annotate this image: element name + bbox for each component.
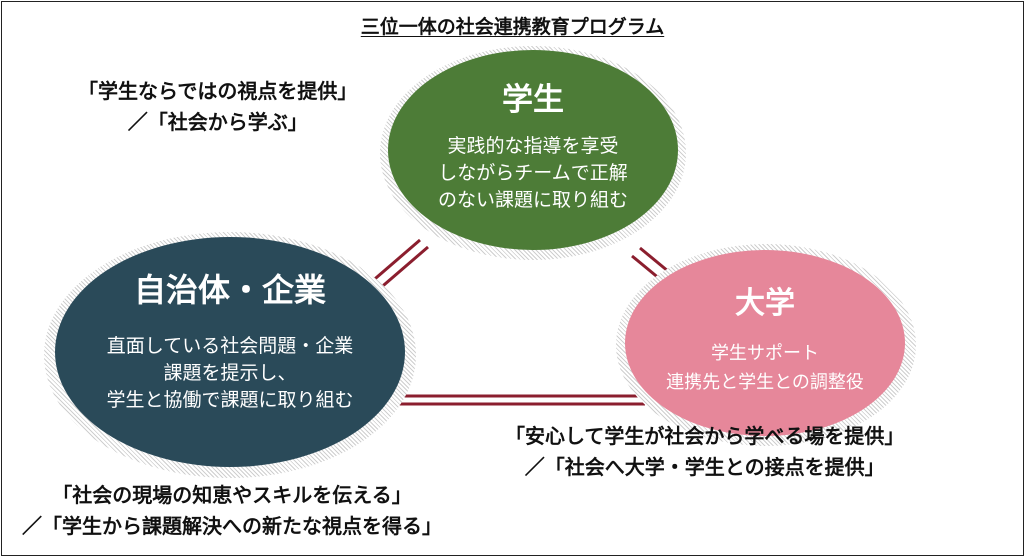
government-quote: 「社会の現場の知恵やスキルを伝える」 ／「学生から課題解決への新たな視点を得る」 [22,483,442,538]
student-quote: 「学生ならではの視点を提供」 ／「社会から学ぶ」 [78,79,358,134]
government-heading: 自治体・企業 [133,271,326,309]
student-description: 実践的な指導を享受 しながらチームで正解 のない課題に取り組む [437,135,628,211]
student-heading: 学生 [502,82,564,118]
university-quote: 「安心して学生が社会から学べる場を提供」 ／「社会へ大学・学生との接点を提供」 [505,424,905,479]
university-description: 学生サポート 連携先と学生との調整役 [666,343,864,393]
diagram-title: 三位一体の社会連携教育プログラム [360,16,665,38]
government-node: 自治体・企業 直面している社会問題・企業 課題を提示し、 学生と協働で課題に取り… [55,237,405,467]
government-description: 直面している社会問題・企業 課題を提示し、 学生と協働で課題に取り組む [106,335,354,411]
student-node: 学生 実践的な指導を享受 しながらチームで正解 のない課題に取り組む [388,50,678,250]
connector-government-university [380,394,645,406]
university-node: 大学 学生サポート 連携先と学生との調整役 [625,250,905,436]
university-heading: 大学 [735,286,795,321]
